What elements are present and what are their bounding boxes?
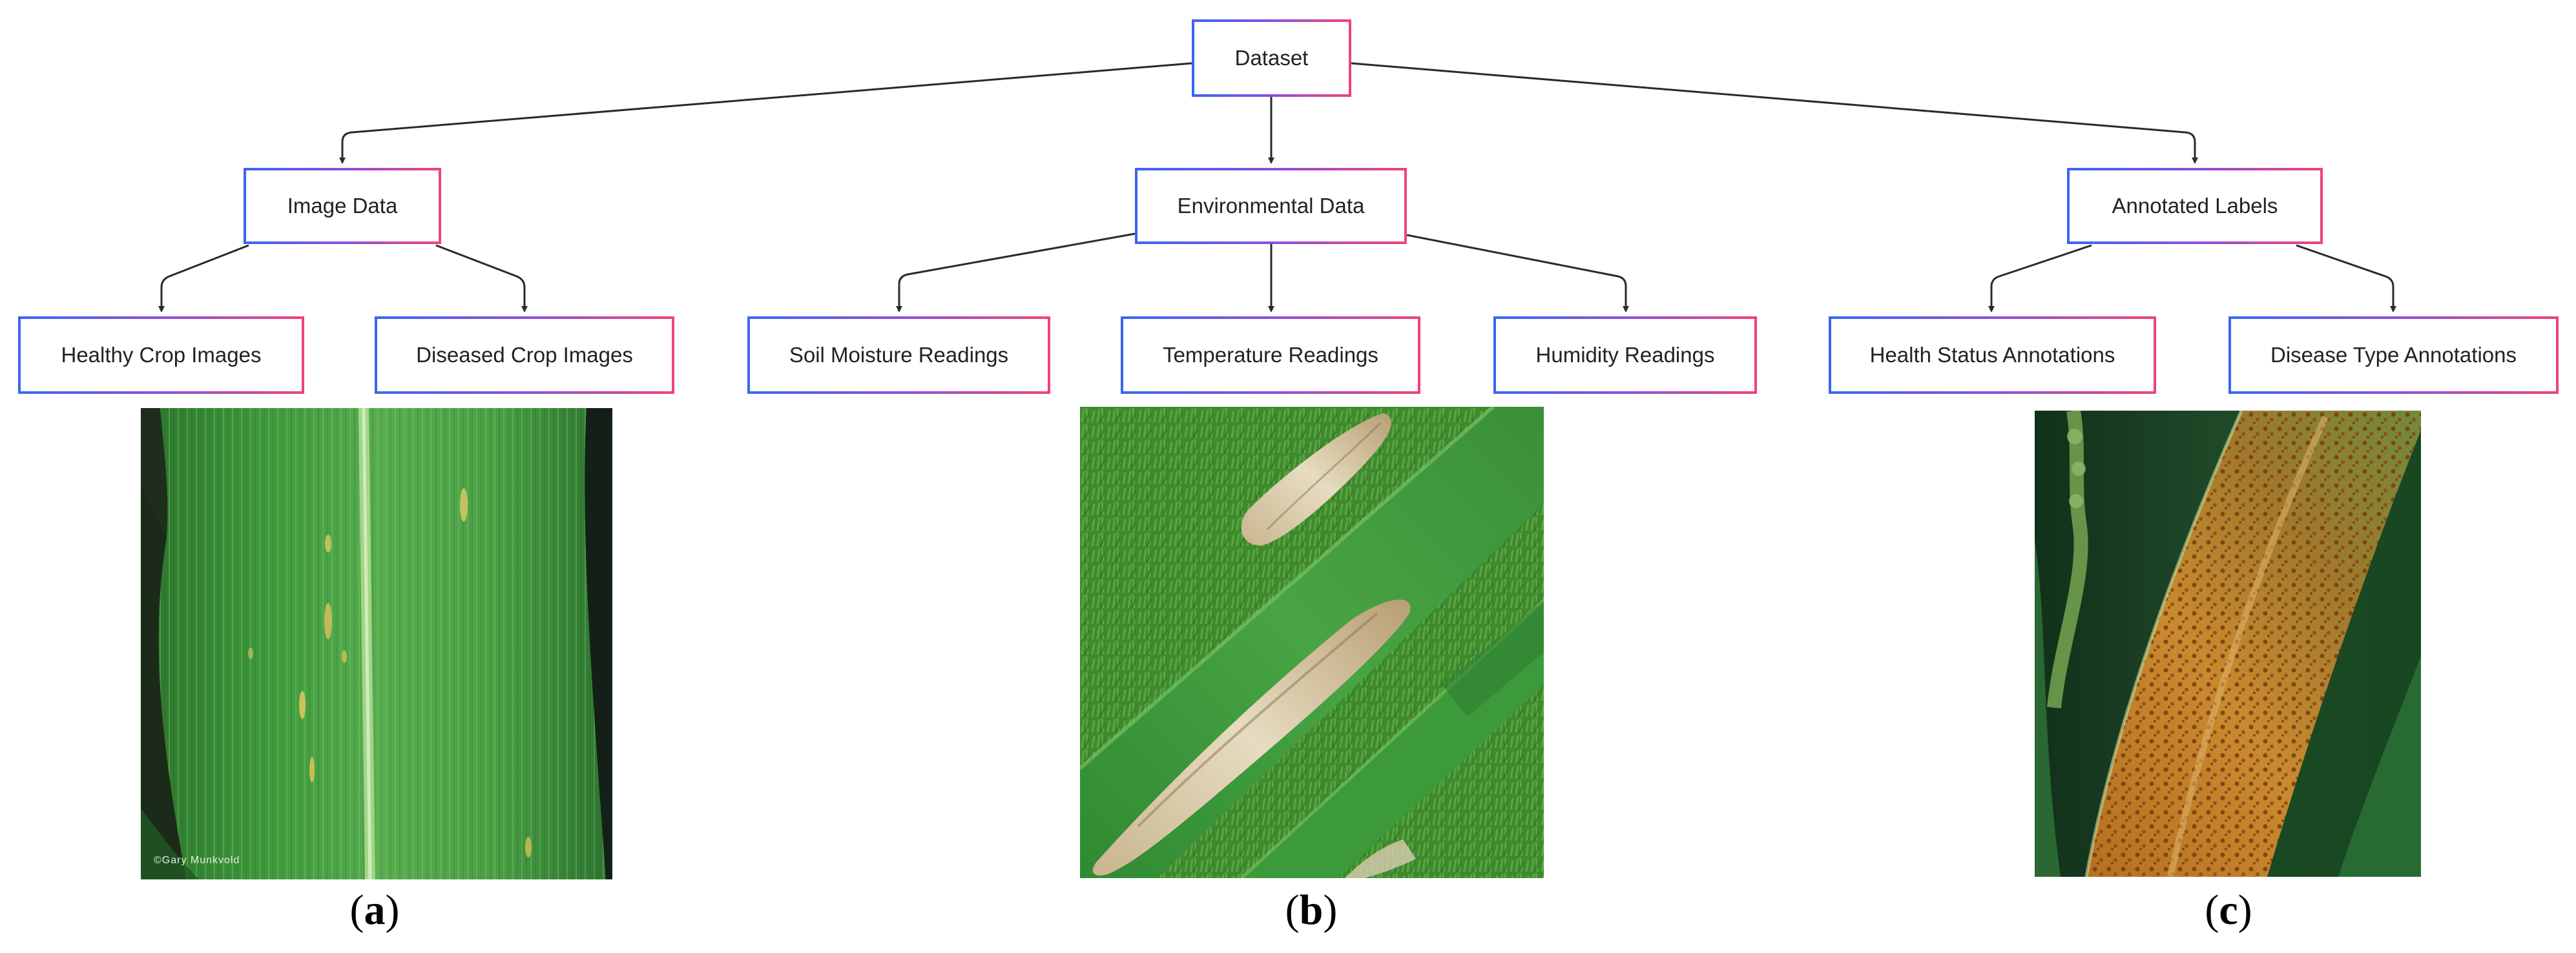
node-environmental-data: Environmental Data — [1135, 168, 1407, 244]
node-dataset: Dataset — [1192, 19, 1351, 97]
caption-b: (b) — [1247, 886, 1376, 935]
edge-env-humidity — [1406, 234, 1629, 313]
node-diseased-crop-images-label: Diseased Crop Images — [416, 343, 633, 367]
healthy-leaf-illustration — [141, 408, 612, 879]
edge-dataset-annotated-labels — [1351, 62, 2198, 164]
node-diseased-crop-images: Diseased Crop Images — [375, 316, 674, 394]
node-healthy-crop-images-label: Healthy Crop Images — [61, 343, 262, 367]
edge-labels-health-status — [1988, 244, 2092, 313]
node-disease-type-annotations-label: Disease Type Annotations — [2270, 343, 2517, 367]
caption-b-open: ( — [1285, 886, 1300, 934]
edge-labels-disease-type — [2296, 244, 2396, 313]
caption-a-close: ) — [385, 886, 400, 934]
node-annotated-labels-label: Annotated Labels — [2112, 194, 2278, 218]
node-soil-moisture-readings-label: Soil Moisture Readings — [789, 343, 1009, 367]
caption-c-open: ( — [2205, 886, 2219, 934]
node-humidity-readings-label: Humidity Readings — [1535, 343, 1715, 367]
edge-image-data-healthy — [158, 244, 249, 313]
caption-b-close: ) — [1323, 886, 1338, 934]
node-image-data-label: Image Data — [287, 194, 398, 218]
caption-a-open: ( — [349, 886, 364, 934]
caption-a: (a) — [310, 886, 439, 935]
node-humidity-readings: Humidity Readings — [1493, 316, 1757, 394]
node-health-status-annotations: Health Status Annotations — [1829, 316, 2156, 394]
node-health-status-annotations-label: Health Status Annotations — [1869, 343, 2115, 367]
rust-leaf-illustration — [2035, 411, 2421, 877]
node-temperature-readings: Temperature Readings — [1121, 316, 1420, 394]
node-healthy-crop-images: Healthy Crop Images — [18, 316, 304, 394]
node-soil-moisture-readings: Soil Moisture Readings — [747, 316, 1050, 394]
edge-dataset-image-data — [339, 62, 1192, 164]
node-temperature-readings-label: Temperature Readings — [1163, 343, 1378, 367]
node-dataset-label: Dataset — [1234, 46, 1309, 70]
node-disease-type-annotations: Disease Type Annotations — [2228, 316, 2559, 394]
photo-credit: ©Gary Munkvold — [154, 855, 240, 866]
edge-env-soil-moisture — [896, 232, 1136, 313]
caption-b-letter: b — [1299, 886, 1324, 934]
caption-a-letter: a — [364, 886, 386, 934]
photo-rust-leaf — [2035, 411, 2421, 877]
diseased-leaf-illustration — [1080, 407, 1544, 878]
photo-diseased-leaf — [1080, 407, 1544, 878]
caption-c: (c) — [2164, 886, 2293, 935]
photo-healthy-leaf: ©Gary Munkvold — [141, 408, 612, 879]
edge-image-data-diseased — [435, 244, 528, 313]
caption-c-letter: c — [2219, 886, 2238, 934]
node-environmental-data-label: Environmental Data — [1177, 194, 1365, 218]
caption-c-close: ) — [2238, 886, 2252, 934]
node-annotated-labels: Annotated Labels — [2067, 168, 2323, 244]
node-image-data: Image Data — [244, 168, 441, 244]
